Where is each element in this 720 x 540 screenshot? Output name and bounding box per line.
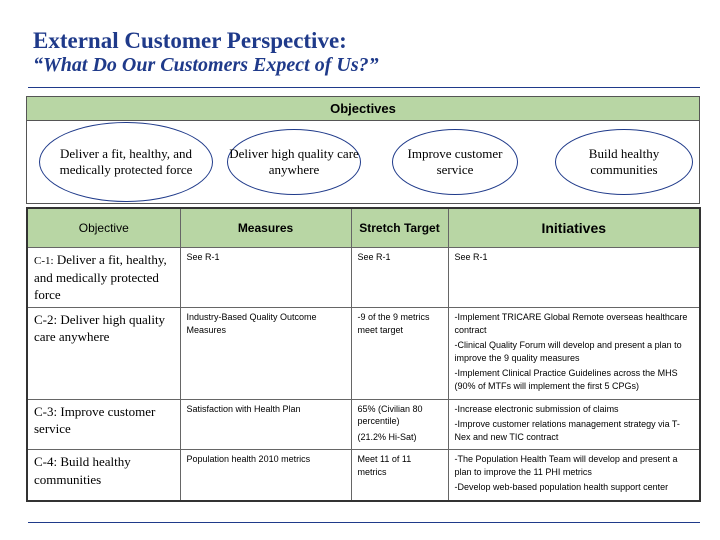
objectives-table: Objective Measures Stretch Target Initia…	[26, 207, 701, 503]
header-initiatives: Initiatives	[447, 207, 701, 248]
objective-text: Deliver a fit, healthy, and medically pr…	[34, 252, 167, 303]
objective-cell: C-4: Build healthy communities	[26, 449, 181, 502]
header-stretch-target: Stretch Target	[350, 207, 449, 248]
table-header-row: Objective Measures Stretch Target Initia…	[26, 207, 701, 248]
header-measures: Measures	[179, 207, 352, 248]
slide-title: External Customer Perspective: “What Do …	[33, 28, 379, 77]
measures-cell: See R-1	[179, 247, 352, 308]
bottom-divider	[28, 522, 700, 523]
objective-cell: C-1: Deliver a fit, healthy, and medical…	[26, 247, 181, 308]
measures-cell: Industry-Based Quality Outcome Measures	[179, 306, 352, 400]
stretch-cell: 65% (Civilian 80 percentile) (21.2% Hi-S…	[350, 398, 449, 451]
stretch-cell: Meet 11 of 11 metrics	[350, 449, 449, 502]
initiatives-cell: -Increase electronic submission of claim…	[447, 398, 701, 451]
objectives-header: Objectives	[27, 97, 699, 121]
initiatives-cell: -The Population Health Team will develop…	[447, 449, 701, 502]
objective-prefix: C-1:	[34, 255, 54, 267]
initiatives-cell: -Implement TRICARE Global Remote oversea…	[447, 306, 701, 400]
objective-cell: C-2: Deliver high quality care anywhere	[26, 306, 181, 400]
objective-ellipse-2: Deliver high quality care anywhere	[227, 129, 361, 195]
stretch-text: 65% (Civilian 80 percentile)	[357, 403, 423, 427]
objective-cell: C-3: Improve customer service	[26, 398, 181, 451]
initiative-text: See R-1	[454, 252, 488, 262]
initiative-text: -Implement TRICARE Global Remote oversea…	[454, 311, 688, 335]
initiative-text: -Increase electronic submission of claim…	[454, 403, 619, 414]
stretch-cell: See R-1	[350, 247, 449, 308]
measures-cell: Population health 2010 metrics	[179, 449, 352, 502]
table-row: C-2: Deliver high quality care anywhere …	[26, 306, 701, 400]
table-row: C-4: Build healthy communities Populatio…	[26, 449, 701, 502]
title-line-2: “What Do Our Customers Expect of Us?”	[33, 54, 379, 77]
header-objective: Objective	[26, 207, 181, 248]
initiative-text: -The Population Health Team will develop…	[454, 454, 678, 477]
stretch-text: -9 of the 9 metrics meet target	[357, 311, 430, 335]
stretch-text: See R-1	[357, 252, 391, 262]
objectives-panel: Objectives Deliver a fit, healthy, and m…	[26, 96, 700, 204]
title-line-1: External Customer Perspective:	[33, 28, 347, 53]
initiative-text: -Clinical Quality Forum will develop and…	[454, 340, 682, 363]
table-row: C-3: Improve customer service Satisfacti…	[26, 398, 701, 451]
initiative-text: -Implement Clinical Practice Guidelines …	[454, 368, 678, 391]
initiative-text: -Develop web-based population health sup…	[454, 482, 669, 493]
top-divider	[28, 87, 700, 88]
table-row: C-1: Deliver a fit, healthy, and medical…	[26, 247, 701, 308]
initiatives-cell: See R-1	[447, 247, 701, 308]
stretch-text: (21.2% Hi-Sat)	[357, 431, 417, 442]
objective-ellipse-1: Deliver a fit, healthy, and medically pr…	[39, 122, 213, 202]
stretch-cell: -9 of the 9 metrics meet target	[350, 306, 449, 400]
stretch-text: Meet 11 of 11 metrics	[357, 454, 412, 477]
measures-cell: Satisfaction with Health Plan	[179, 398, 352, 451]
objective-ellipse-4: Build healthy communities	[555, 129, 693, 195]
initiative-text: -Improve customer relations management s…	[454, 419, 680, 442]
objective-ellipse-3: Improve customer service	[392, 129, 518, 195]
